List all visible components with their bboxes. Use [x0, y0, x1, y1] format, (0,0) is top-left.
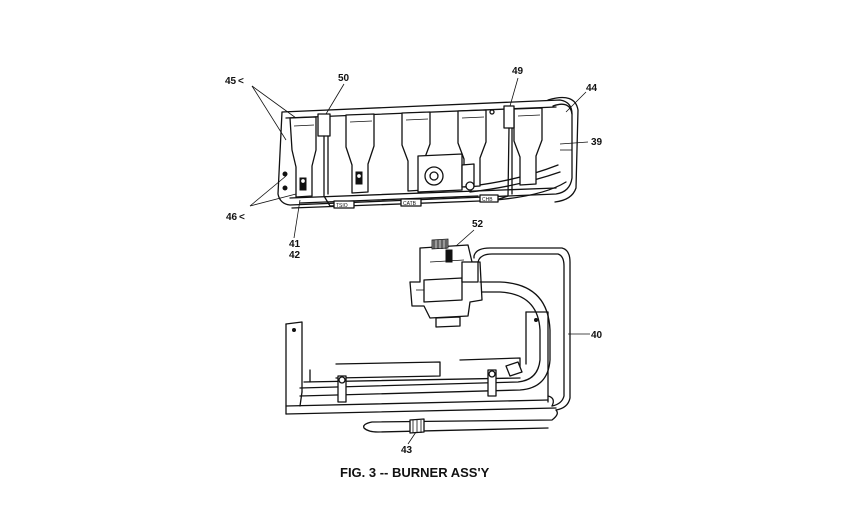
sensor-49 — [489, 105, 515, 201]
callout-40: 40 — [591, 330, 603, 341]
callout-43: 43 — [401, 445, 413, 456]
wire-tag-catb — [400, 198, 422, 207]
callout-44: 44 — [586, 83, 598, 94]
screw-46b — [282, 185, 288, 191]
wire-tag-catb-label: CATB — [403, 201, 417, 207]
wire-tag-chb — [479, 194, 499, 203]
wire-tag-tsio — [333, 200, 355, 209]
figure-caption: FIG. 3 -- BURNER ASS'Y — [340, 465, 490, 480]
callout-39: 39 — [591, 137, 603, 148]
wire-tag-chb-label: CHB — [482, 197, 493, 203]
burner-tube-5 — [513, 107, 543, 186]
burner-tube-1 — [289, 116, 317, 198]
gas-supply-pipe-40 — [473, 247, 571, 411]
leader-lines — [249, 77, 590, 445]
screw-46a — [282, 171, 288, 177]
callout-41: 41 — [289, 239, 301, 250]
callout-50: 50 — [338, 73, 350, 84]
igniter-box — [417, 153, 475, 193]
callout-46: 46 — [226, 212, 238, 223]
callout-52: 52 — [472, 219, 484, 230]
gas-valve-52 — [409, 238, 483, 328]
j-pipe — [299, 281, 551, 397]
callout-46-marker: < — [239, 212, 245, 223]
return-tube-43 — [363, 395, 558, 434]
callout-45: 45 — [225, 76, 237, 87]
elbow-fitting — [505, 361, 523, 377]
wire-tag-tsio-label: TSIO — [336, 203, 348, 209]
callout-42: 42 — [289, 250, 301, 261]
pipe-clamp-1 — [337, 375, 347, 403]
callout-45-marker: < — [238, 76, 244, 87]
burner-tube-2 — [345, 113, 375, 194]
callout-49: 49 — [512, 66, 524, 77]
pipe-clamp-2 — [487, 369, 497, 397]
